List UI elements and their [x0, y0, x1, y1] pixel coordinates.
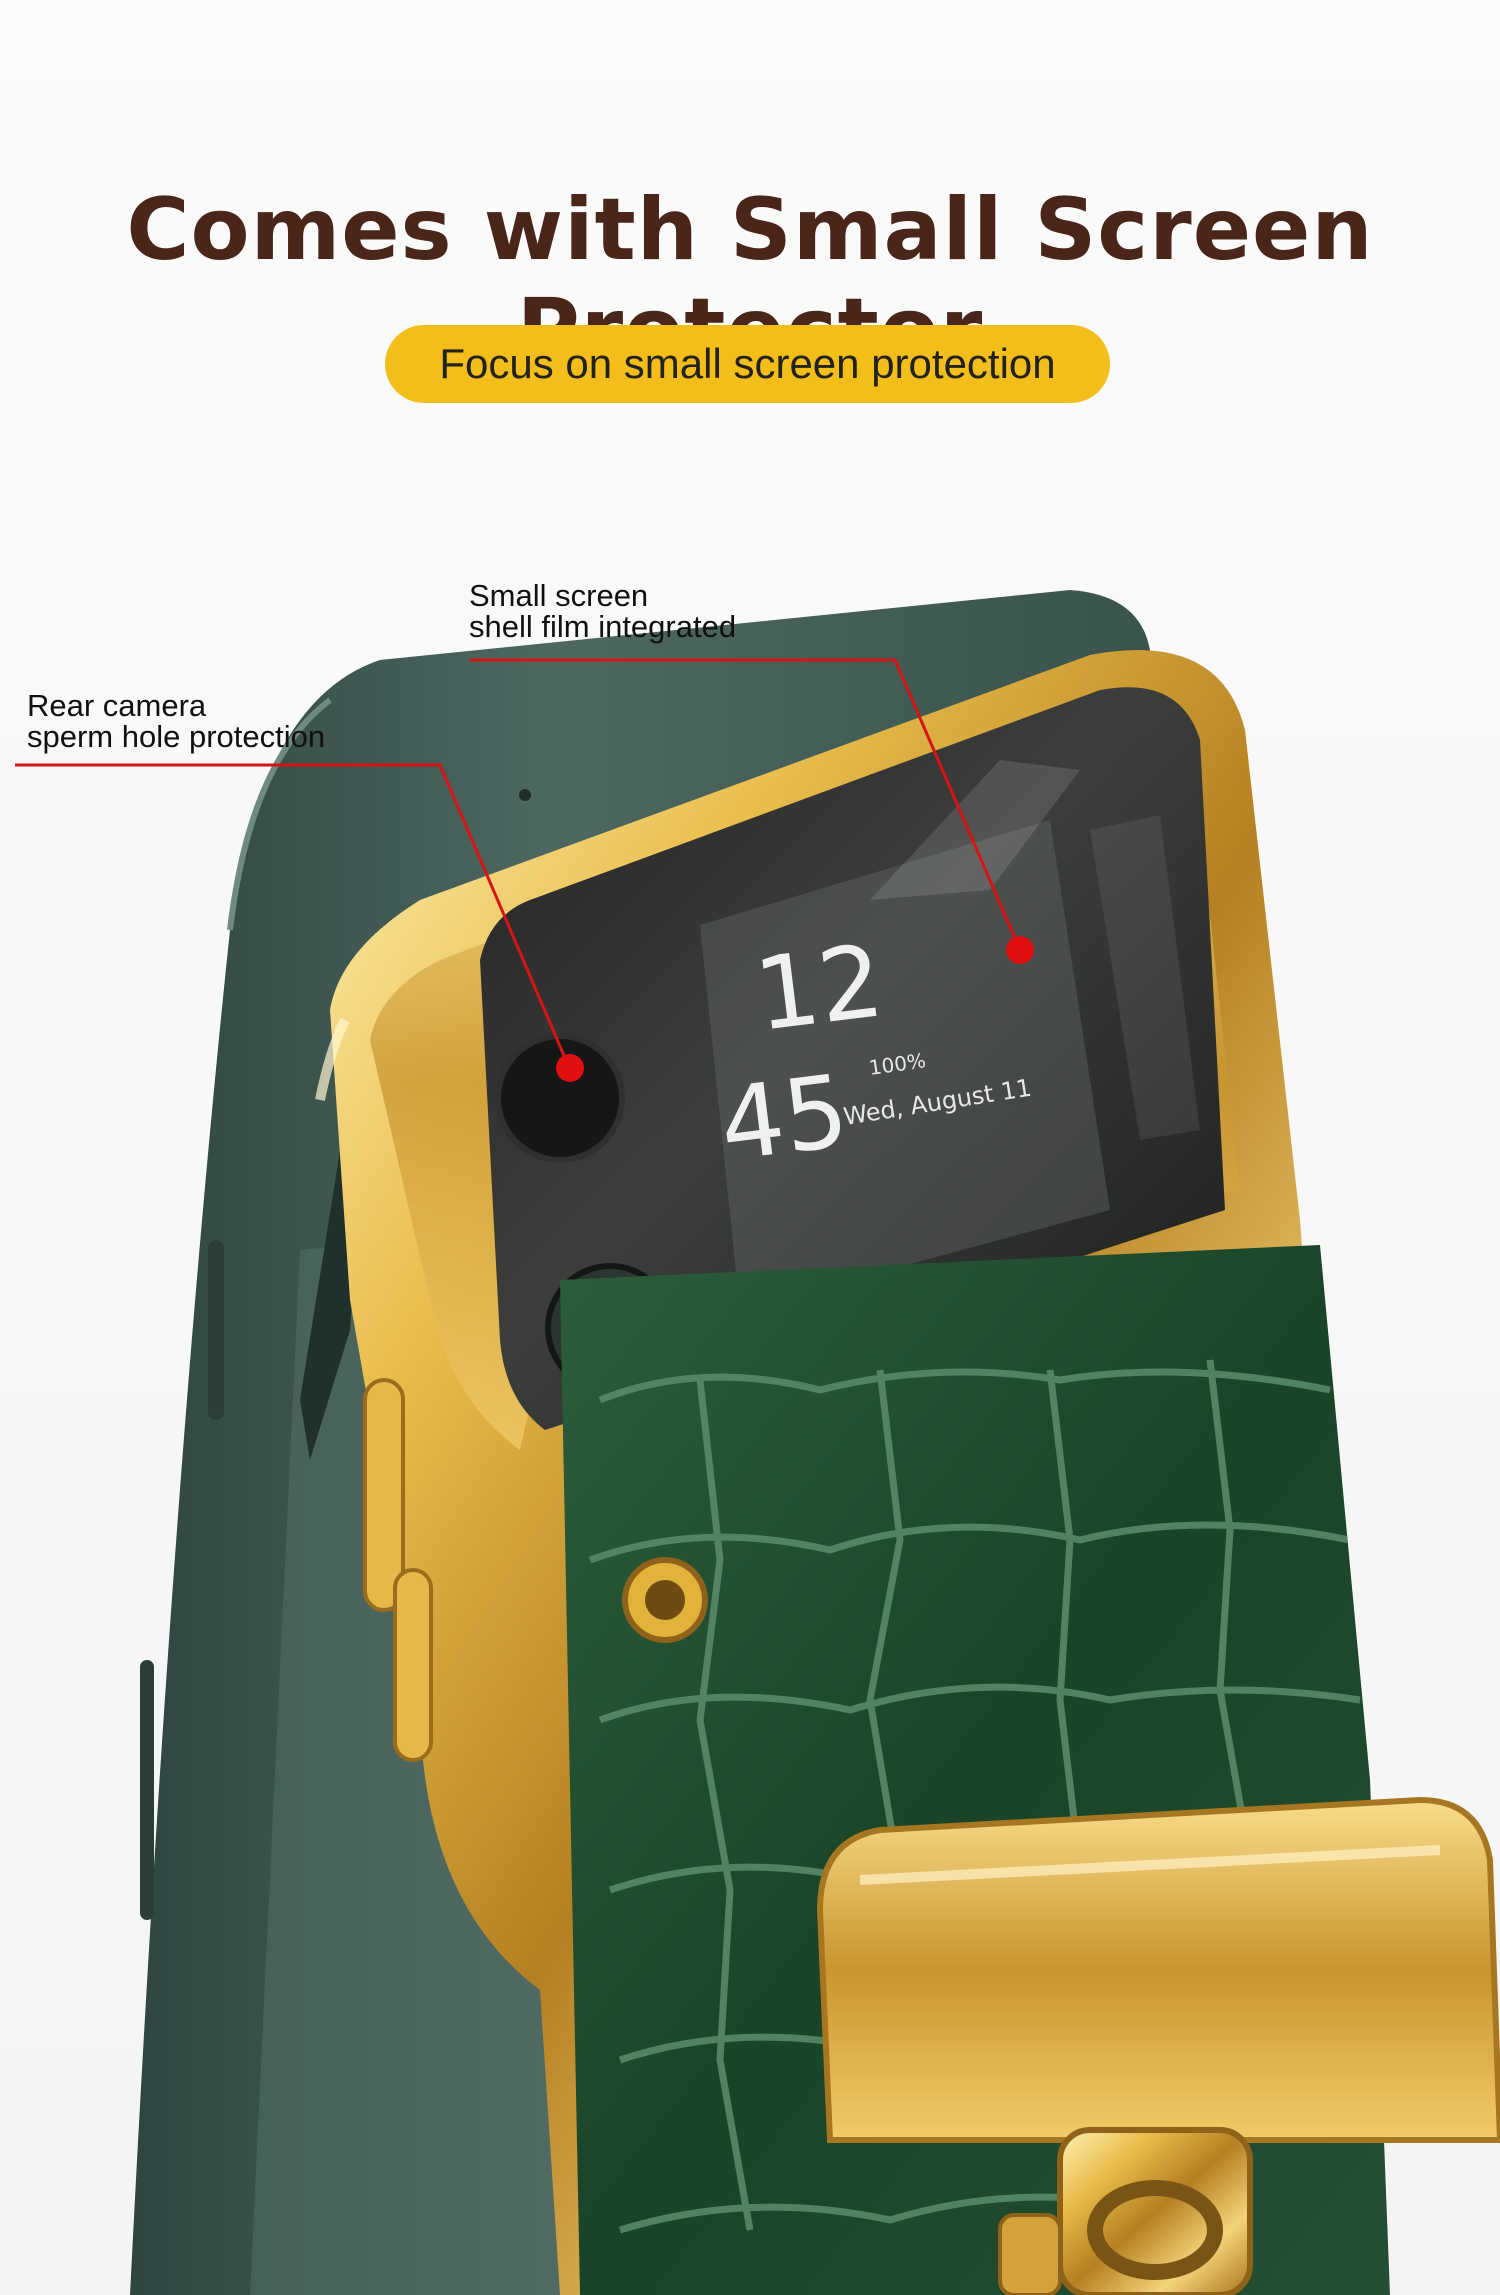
camera-lens-top: [495, 1033, 625, 1163]
clock-hour: 12: [749, 922, 890, 1054]
callout-dot-camera: [556, 1054, 584, 1082]
cover-screen-glass: 12 45 100% Wed, August 11: [480, 687, 1225, 1430]
callout-dot-shell-film: [1006, 936, 1034, 964]
callout-shell-film-line1: Small screen: [469, 578, 649, 613]
callout-camera-line2: sperm hole protection: [27, 719, 326, 754]
callout-lines: [15, 658, 1022, 1066]
callout-shell-film: Small screen shell film integrated: [469, 580, 736, 642]
callout-camera-line1: Rear camera: [27, 688, 207, 723]
gold-hinge-ring: [816, 1796, 1500, 2295]
callout-shell-film-line2: shell film integrated: [469, 609, 737, 644]
subtitle-pill: Focus on small screen protection: [385, 325, 1110, 403]
clock-minute: 45: [714, 1052, 855, 1184]
callout-camera: Rear camera sperm hole protection: [27, 690, 325, 752]
